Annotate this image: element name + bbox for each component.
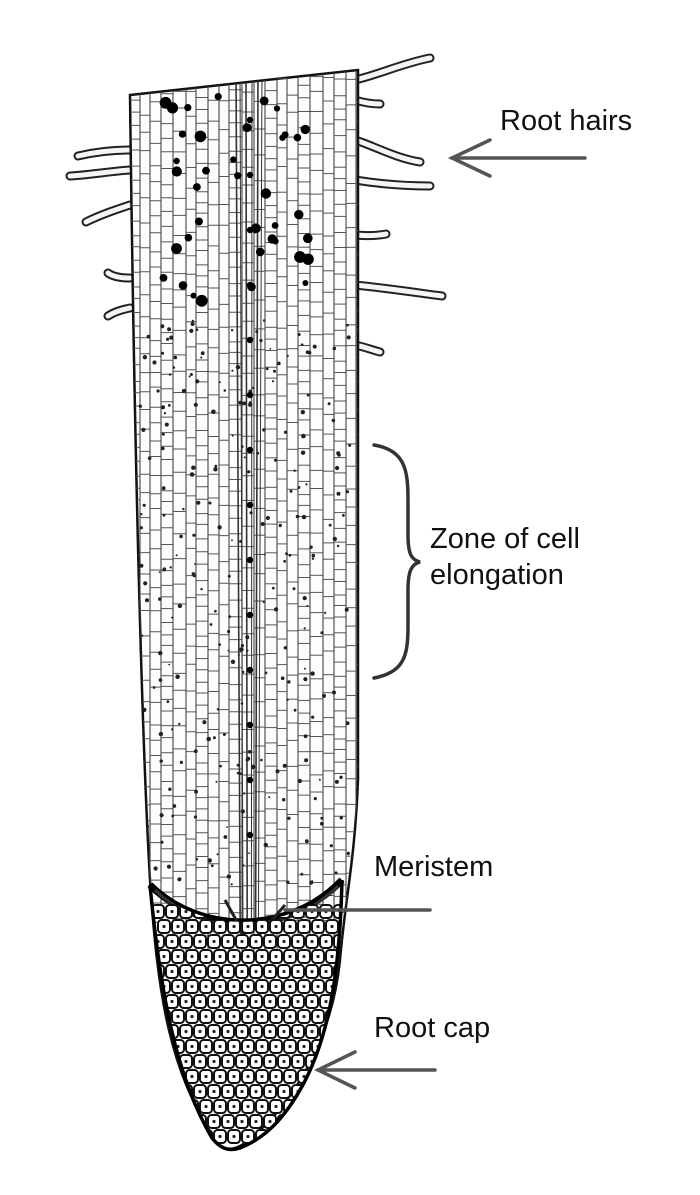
cell-grid: [130, 70, 358, 960]
elongation-zone-label-line1: Zone of cell: [430, 523, 580, 555]
vascular-cylinder: [235, 70, 263, 931]
root-hairs: [65, 53, 447, 357]
root-hairs-arrow: [447, 138, 587, 178]
elongation-bracket: [372, 443, 421, 680]
elongation-zone-label: Zone of cell elongation: [430, 521, 580, 594]
root-cap-label: Root cap: [374, 1012, 491, 1044]
meristem-label: Meristem: [374, 851, 494, 883]
root-cap-arrow: [313, 1050, 437, 1090]
cell-nuclei: [133, 93, 352, 886]
root-cap-outline: [148, 879, 344, 1152]
root-hairs-label: Root hairs: [500, 105, 633, 137]
elongation-zone-label-line2: elongation: [430, 559, 564, 592]
